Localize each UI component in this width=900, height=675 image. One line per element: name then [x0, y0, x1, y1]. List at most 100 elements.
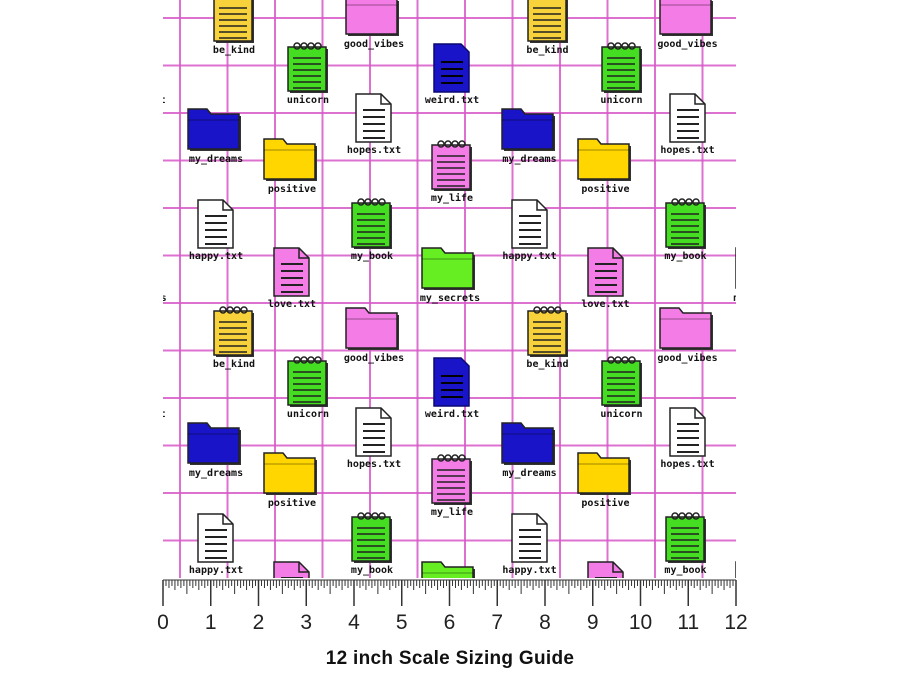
icon-label: hopes.txt [660, 145, 715, 156]
icon-label: positive [267, 497, 317, 509]
white-document-icon: happy.txt [489, 512, 571, 576]
icon-label: my_life [430, 193, 474, 204]
sizing-guide-caption: 12 inch Scale Sizing Guide [325, 648, 575, 669]
green-notepad-icon: my_book [331, 510, 413, 576]
blue-document-icon: weird.txt [411, 42, 493, 106]
blue-folder-icon: my_dreams [489, 105, 571, 165]
ruler-inch-label: 12 [724, 611, 747, 634]
green-folder-icon: my_secrets [163, 244, 178, 304]
white-document-icon: happy.txt [489, 198, 571, 262]
icon-label: my_dreams [502, 467, 557, 479]
icon-label: my_book [350, 251, 394, 262]
blue-folder-icon: my_dreams [175, 105, 257, 165]
ruler-inch-label: 10 [629, 611, 652, 634]
white-document-icon: hopes.txt [647, 92, 729, 156]
green-folder-icon: my_secrets [723, 558, 736, 578]
blue-document-icon: weird.txt [163, 356, 180, 420]
icon-label: unicorn [600, 95, 643, 106]
icon-label: love.txt [267, 299, 317, 310]
icon-label: weird.txt [163, 409, 180, 420]
icon-label: be_kind [212, 358, 256, 370]
yellow-folder-icon: positive [565, 449, 647, 509]
green-notepad-icon: my_book [331, 196, 413, 262]
icon-label: good_vibes [343, 352, 405, 364]
icon-label: my_dreams [188, 467, 244, 479]
green-folder-icon: my_secrets [409, 244, 491, 304]
icon-label: love.txt [581, 299, 630, 310]
icon-label: weird.txt [424, 95, 480, 106]
yellow-folder-icon: positive [565, 135, 647, 195]
icon-label: my_secrets [163, 293, 167, 304]
icon-label: be_kind [212, 45, 256, 56]
white-document-icon: hopes.txt [333, 92, 415, 156]
white-document-icon: happy.txt [175, 198, 257, 262]
pink-folder-icon: good_vibes [647, 304, 729, 364]
green-folder-icon: my_secrets [409, 558, 491, 578]
pink-folder-icon: good_vibes [647, 0, 729, 50]
yellow-notepad-icon: be_kind [193, 304, 275, 370]
yellow-notepad-icon: be_kind [507, 304, 589, 370]
icon-label: my_book [350, 564, 394, 576]
icon-label: hopes.txt [346, 458, 402, 470]
white-document-icon: hopes.txt [647, 406, 729, 470]
green-folder-icon: my_secrets [723, 244, 736, 304]
white-document-icon: happy.txt [175, 512, 257, 576]
icon-label: my_dreams [502, 154, 557, 165]
icon-label: unicorn [286, 408, 330, 420]
ruler-inch-label: 5 [396, 611, 408, 634]
pink-document-icon: love.txt [565, 560, 647, 578]
icon-label: my_secrets [723, 293, 736, 304]
ruler-inch-label: 2 [253, 611, 265, 634]
yellow-notepad-icon: be_kind [507, 0, 589, 56]
icon-label: be_kind [526, 358, 569, 370]
icon-label: happy.txt [502, 251, 557, 262]
icon-label: my_secrets [419, 293, 481, 304]
pink-folder-icon: good_vibes [333, 0, 415, 50]
icon-label: my_dreams [188, 154, 244, 165]
pink-notepad-icon: my_life [725, 452, 737, 518]
icon-label: weird.txt [163, 95, 180, 106]
blue-document-icon: weird.txt [163, 42, 180, 106]
icon-label: good_vibes [657, 39, 718, 50]
green-notepad-icon: unicorn [581, 40, 663, 106]
icon-label: happy.txt [188, 251, 244, 262]
ruler-inch-label: 11 [677, 611, 699, 634]
icon-label: good_vibes [657, 352, 718, 364]
icon-label: happy.txt [502, 564, 557, 576]
green-notepad-icon: unicorn [581, 354, 663, 420]
green-notepad-icon: my_book [645, 510, 727, 576]
pattern-swatch: my_secrets love.txt my_secrets love.txt my_s… [163, 0, 736, 578]
pink-document-icon: love.txt [251, 560, 333, 578]
pink-notepad-icon: my_life [725, 138, 737, 204]
icon-label: be_kind [526, 45, 569, 56]
pink-folder-icon: good_vibes [333, 304, 415, 364]
icon-label: good_vibes [343, 39, 405, 50]
pink-document-icon: love.txt [251, 246, 333, 310]
ruler-inch-label: 0 [157, 611, 169, 634]
pink-notepad-icon: my_life [411, 138, 493, 204]
ruler-inch-label: 3 [300, 611, 312, 634]
yellow-notepad-icon: be_kind [193, 0, 275, 56]
icon-label: positive [581, 497, 630, 509]
blue-folder-icon: my_dreams [489, 419, 571, 479]
icon-label: my_book [664, 564, 707, 576]
ruler-inch-label: 1 [205, 611, 217, 634]
icon-label: positive [581, 184, 630, 195]
blue-folder-icon: my_dreams [175, 419, 257, 479]
icon-label: unicorn [286, 95, 330, 106]
ruler-inch-label: 8 [539, 611, 551, 634]
green-notepad-icon: unicorn [267, 40, 349, 106]
ruler-inch-label: 4 [348, 611, 360, 634]
icon-label: hopes.txt [660, 458, 715, 470]
pink-notepad-icon: my_life [411, 452, 493, 518]
icon-label: happy.txt [188, 564, 244, 576]
white-document-icon: hopes.txt [333, 406, 415, 470]
icon-label: unicorn [600, 408, 643, 420]
icon-label: positive [267, 184, 317, 195]
icon-label: my_life [430, 506, 474, 518]
pink-document-icon: love.txt [565, 246, 647, 310]
yellow-folder-icon: positive [251, 135, 333, 195]
yellow-folder-icon: positive [251, 449, 333, 509]
icon-label: weird.txt [424, 408, 480, 420]
